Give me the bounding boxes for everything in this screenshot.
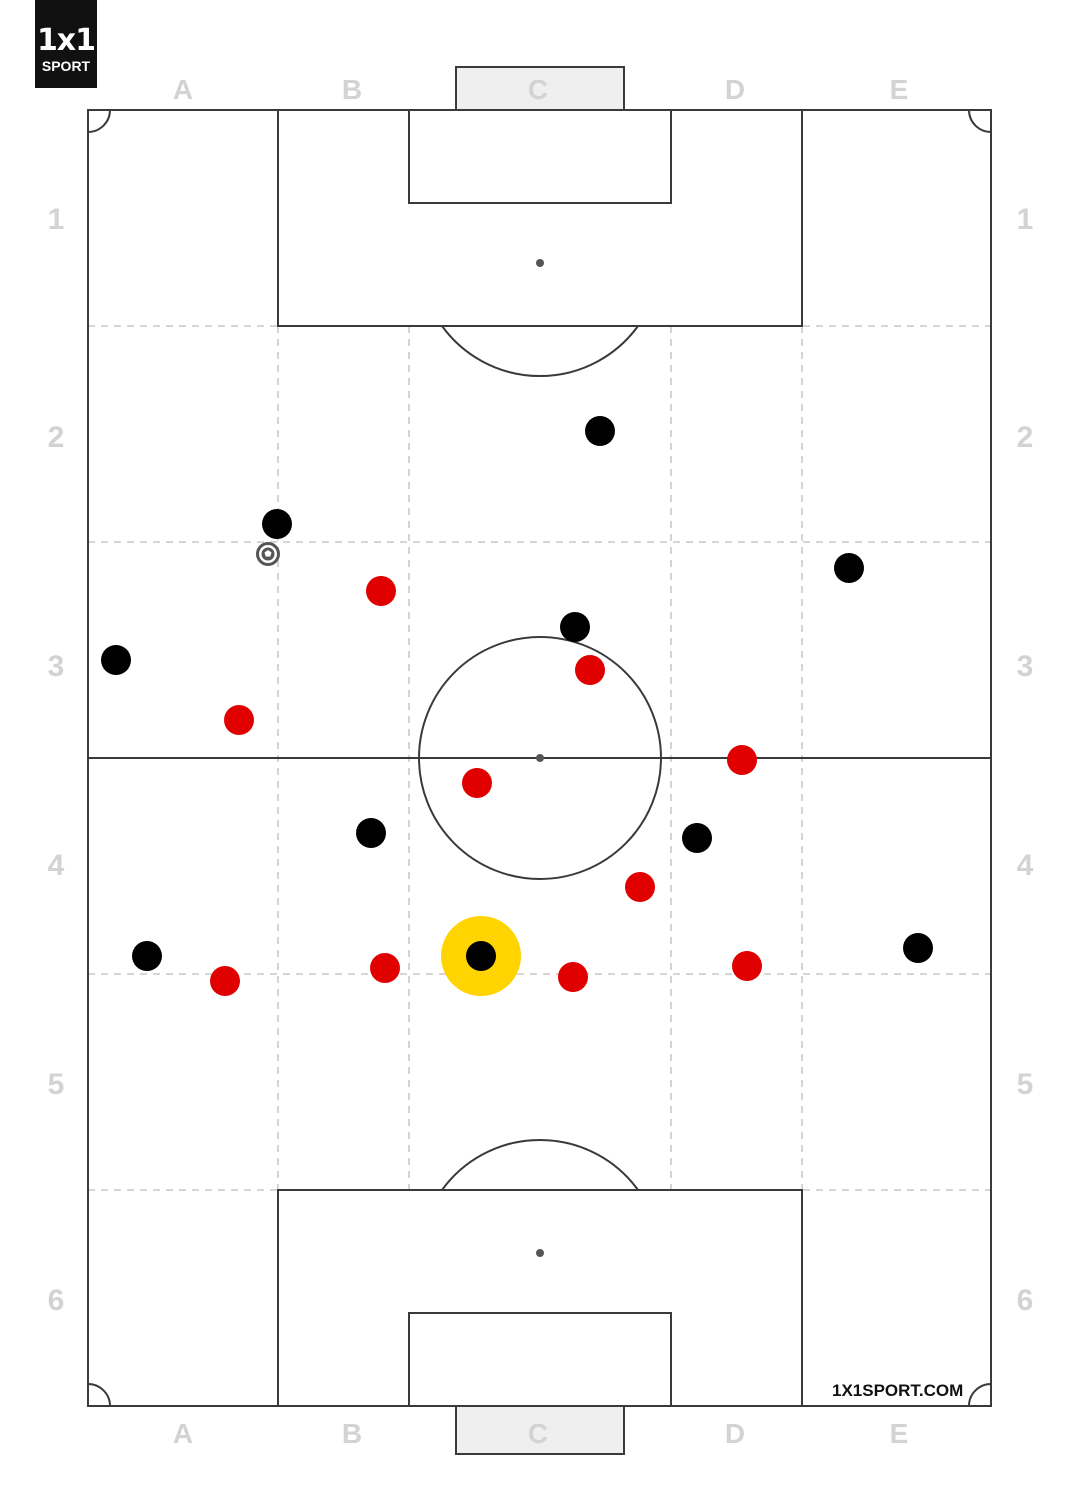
column-label: E (890, 74, 909, 105)
row-label: 5 (48, 1068, 65, 1101)
black-player[interactable] (560, 612, 590, 642)
row-label: 5 (1017, 1068, 1034, 1101)
column-label: A (173, 74, 193, 105)
column-labels-top: A B C D E (173, 74, 908, 105)
column-label: D (725, 1418, 745, 1449)
corner-arc-bottom-right (968, 1383, 992, 1407)
website-url: 1X1SPORT.COM (832, 1381, 964, 1400)
black-player[interactable] (132, 941, 162, 971)
column-label: C (528, 1418, 548, 1449)
red-player[interactable] (462, 768, 492, 798)
bottom-penalty-area (277, 1189, 803, 1407)
red-player[interactable] (558, 962, 588, 992)
top-penalty-area (277, 109, 803, 327)
corner-arc-top-left (87, 109, 111, 133)
red-player[interactable] (370, 953, 400, 983)
bottom-penalty-arc (441, 1139, 639, 1191)
row-label: 1 (1017, 203, 1034, 236)
soccer-ball-icon[interactable] (256, 542, 280, 566)
row-label: 1 (48, 203, 65, 236)
brand-logo: 1x1 SPORT (35, 0, 97, 88)
black-player[interactable] (834, 553, 864, 583)
row-labels-left: 1 2 3 4 5 6 (48, 203, 65, 1317)
corner-arc-bottom-left (87, 1383, 111, 1407)
red-team (210, 576, 762, 996)
row-label: 3 (1017, 650, 1034, 683)
black-player-highlighted[interactable] (466, 941, 496, 971)
column-label: B (342, 1418, 362, 1449)
black-team (101, 416, 933, 971)
black-player[interactable] (585, 416, 615, 446)
pitch-spots (536, 259, 544, 1257)
row-labels-right: 1 2 3 4 5 6 (1017, 203, 1034, 1317)
logo-mark: 1x1 (36, 23, 96, 58)
red-player[interactable] (575, 655, 605, 685)
bottom-penalty-spot (536, 1249, 544, 1257)
center-spot (536, 754, 544, 762)
red-player[interactable] (366, 576, 396, 606)
row-label: 4 (1017, 849, 1034, 882)
red-player[interactable] (210, 966, 240, 996)
row-label: 6 (1017, 1284, 1034, 1317)
column-label: E (890, 1418, 909, 1449)
corner-arc-top-right (968, 109, 992, 133)
logo-word: SPORT (41, 58, 91, 74)
pitch-markings (87, 109, 992, 1407)
column-labels-bottom: A B C D E (173, 1418, 908, 1449)
row-label: 4 (48, 849, 65, 882)
column-label: A (173, 1418, 193, 1449)
black-player[interactable] (903, 933, 933, 963)
top-penalty-spot (536, 259, 544, 267)
red-player[interactable] (727, 745, 757, 775)
black-player[interactable] (262, 509, 292, 539)
black-player[interactable] (682, 823, 712, 853)
black-player[interactable] (356, 818, 386, 848)
column-label: C (528, 74, 548, 105)
center-circle (418, 636, 662, 880)
black-player[interactable] (101, 645, 131, 675)
row-label: 6 (48, 1284, 65, 1317)
top-goal-area (408, 109, 672, 204)
red-player[interactable] (224, 705, 254, 735)
red-player[interactable] (625, 872, 655, 902)
column-label: B (342, 74, 362, 105)
bottom-goal-area (408, 1312, 672, 1407)
column-label: D (725, 74, 745, 105)
red-player[interactable] (732, 951, 762, 981)
top-penalty-arc (441, 325, 639, 377)
row-label: 2 (1017, 421, 1034, 454)
top-goal (455, 66, 625, 111)
row-label: 3 (48, 650, 65, 683)
row-label: 2 (48, 421, 65, 454)
bottom-goal (455, 1405, 625, 1455)
